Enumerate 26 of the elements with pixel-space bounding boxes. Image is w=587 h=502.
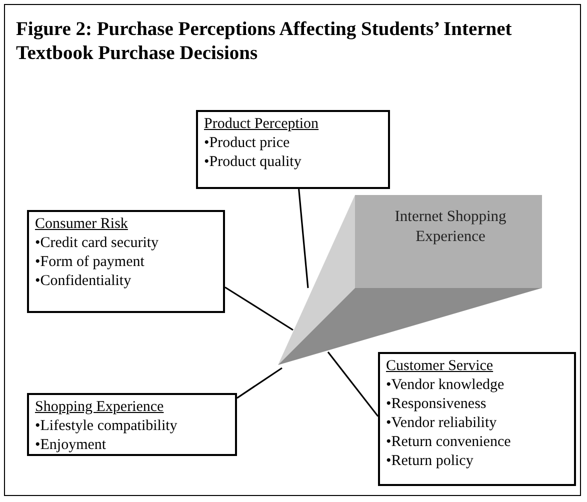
bullet-item: •Lifestyle compatibility bbox=[35, 417, 178, 436]
box-heading: Consumer Risk bbox=[35, 215, 129, 234]
connector-line bbox=[327, 352, 379, 417]
bullet-item: •Product quality bbox=[204, 153, 302, 172]
bullet-item: •Form of payment bbox=[35, 253, 146, 272]
category-box bbox=[27, 393, 237, 456]
category-box bbox=[27, 210, 225, 313]
box-heading: Product Perception bbox=[204, 115, 320, 134]
bullet-item: •Enjoyment bbox=[35, 436, 108, 455]
bullet-item: •Responsiveness bbox=[386, 395, 488, 414]
bullet-item: •Product price bbox=[204, 134, 291, 153]
bullet-item: •Return convenience bbox=[386, 433, 512, 452]
connector-line bbox=[224, 286, 294, 331]
box-heading: Customer Service bbox=[386, 357, 494, 376]
connector-line bbox=[236, 367, 282, 399]
bullet-item: •Vendor knowledge bbox=[386, 376, 506, 395]
bullet-item: •Credit card security bbox=[35, 234, 160, 253]
bullet-item: •Return policy bbox=[386, 452, 474, 471]
category-box bbox=[196, 110, 390, 189]
category-box bbox=[378, 352, 576, 486]
bullet-item: •Confidentiality bbox=[35, 272, 132, 291]
connector-line bbox=[298, 188, 309, 288]
box-heading: Shopping Experience bbox=[35, 398, 165, 417]
bullet-item: •Vendor reliability bbox=[386, 414, 498, 433]
figure-title: Figure 2: Purchase Perceptions Affecting Students’ Internet Textbook Purchase Decisions bbox=[16, 18, 513, 66]
prism-label: Internet Shopping Experience bbox=[394, 207, 508, 247]
